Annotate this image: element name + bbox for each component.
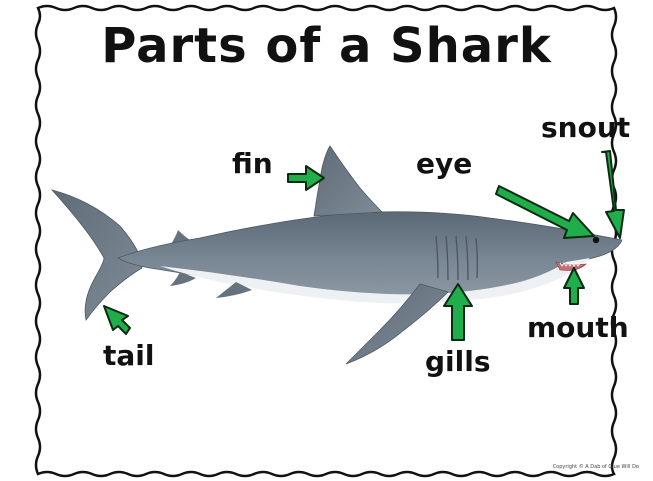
copyright-notice: Copyright © A Dab of Glue Will Do [553,464,639,470]
label-mouth: mouth [527,314,629,342]
label-gills: gills [425,348,491,376]
shark-eye [593,237,599,243]
label-tail: tail [103,342,154,370]
label-eye: eye [416,150,472,178]
label-snout: snout [541,114,630,142]
label-fin: fin [232,150,273,178]
page-title: Parts of a Shark [0,22,653,70]
